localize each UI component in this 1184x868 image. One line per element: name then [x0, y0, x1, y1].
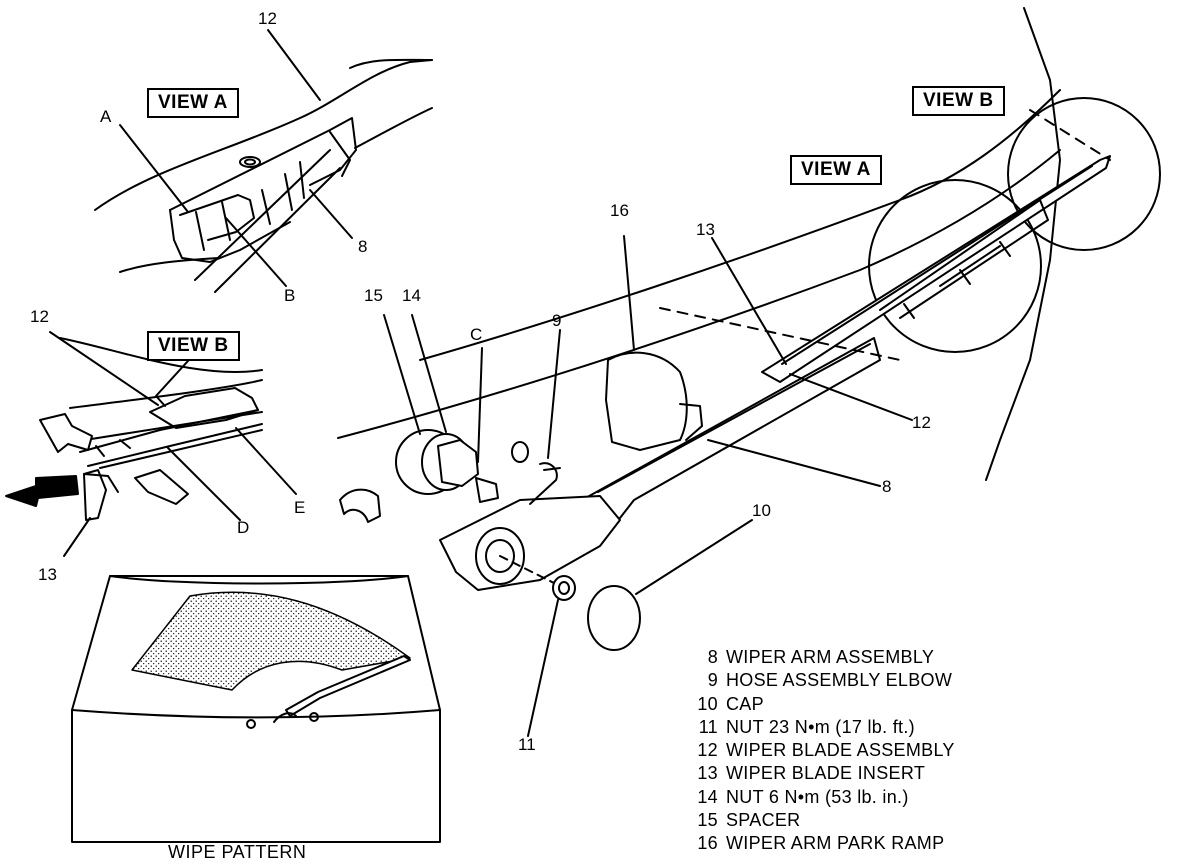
callout-12-view-b: 12 [30, 307, 49, 326]
legend-item: 13 WIPER BLADE INSERT [684, 762, 955, 785]
callout-d: D [237, 518, 250, 537]
view-a-inset-label: VIEW A [147, 88, 239, 118]
legend-item: 8 WIPER ARM ASSEMBLY [684, 646, 955, 669]
legend-item-text: NUT 6 N•m (53 lb. in.) [726, 786, 909, 807]
legend-item-text: SPACER [726, 810, 801, 831]
wipe-pattern-drawing [71, 575, 441, 843]
legend-item-text: WIPER BLADE ASSEMBLY [726, 740, 955, 761]
callout-b: B [284, 286, 296, 305]
legend-item-text: CAP [726, 693, 764, 714]
legend-item: 11 NUT 23 N•m (17 lb. ft.) [684, 716, 955, 739]
view-a-inset-drawing [94, 29, 433, 293]
callout-12-view-a: 12 [258, 9, 277, 28]
main-view-drawing [337, 7, 1161, 737]
legend-item-text: NUT 23 N•m (17 lb. ft.) [726, 716, 915, 737]
callout-8-main: 8 [882, 477, 892, 496]
view-b-inset-label: VIEW B [147, 331, 240, 361]
callout-9: 9 [552, 311, 562, 330]
legend-item-text: WIPER ARM ASSEMBLY [726, 647, 935, 667]
legend-item-number: 14 [697, 786, 718, 807]
callout-11: 11 [518, 735, 536, 754]
legend-item: 12 WIPER BLADE ASSEMBLY [684, 739, 955, 762]
legend-item-number: 11 [698, 716, 718, 737]
callout-12-main: 12 [912, 413, 931, 432]
callout-8-view-a: 8 [358, 237, 368, 256]
callout-16: 16 [610, 201, 629, 220]
legend-item-text: HOSE ASSEMBLY ELBOW [726, 670, 953, 691]
legend-item-text: WIPER ARM PARK RAMP [726, 833, 945, 854]
view-a-main-label: VIEW A [790, 155, 882, 185]
callout-13-main: 13 [696, 220, 715, 239]
callout-13-view-b: 13 [38, 565, 57, 584]
legend-item-text: WIPER BLADE INSERT [726, 763, 926, 784]
legend-item: 16 WIPER ARM PARK RAMP [684, 832, 955, 855]
legend-item: 9 HOSE ASSEMBLY ELBOW [684, 669, 955, 692]
callout-a: A [100, 107, 112, 126]
legend-item: 10 CAP [684, 693, 955, 716]
legend-item-number: 12 [697, 740, 718, 761]
legend-item-number: 9 [707, 670, 718, 691]
legend-item-number: 8 [707, 647, 718, 667]
legend-item-number: 13 [697, 763, 718, 784]
legend-item-number: 10 [697, 693, 718, 714]
callout-10: 10 [752, 501, 771, 520]
legend-item-number: 16 [697, 833, 718, 854]
legend-item-number: 15 [697, 810, 718, 831]
callout-15: 15 [364, 286, 383, 305]
view-b-main-label: VIEW B [912, 86, 1005, 116]
legend-item: 14 NUT 6 N•m (53 lb. in.) [684, 786, 955, 809]
wipe-pattern-caption: WIPE PATTERN [168, 842, 307, 862]
callout-14: 14 [402, 286, 421, 305]
view-b-inset-drawing [5, 331, 297, 557]
legend-item: 15 SPACER [684, 809, 955, 832]
callout-c: C [470, 325, 483, 344]
callout-e: E [294, 498, 306, 517]
